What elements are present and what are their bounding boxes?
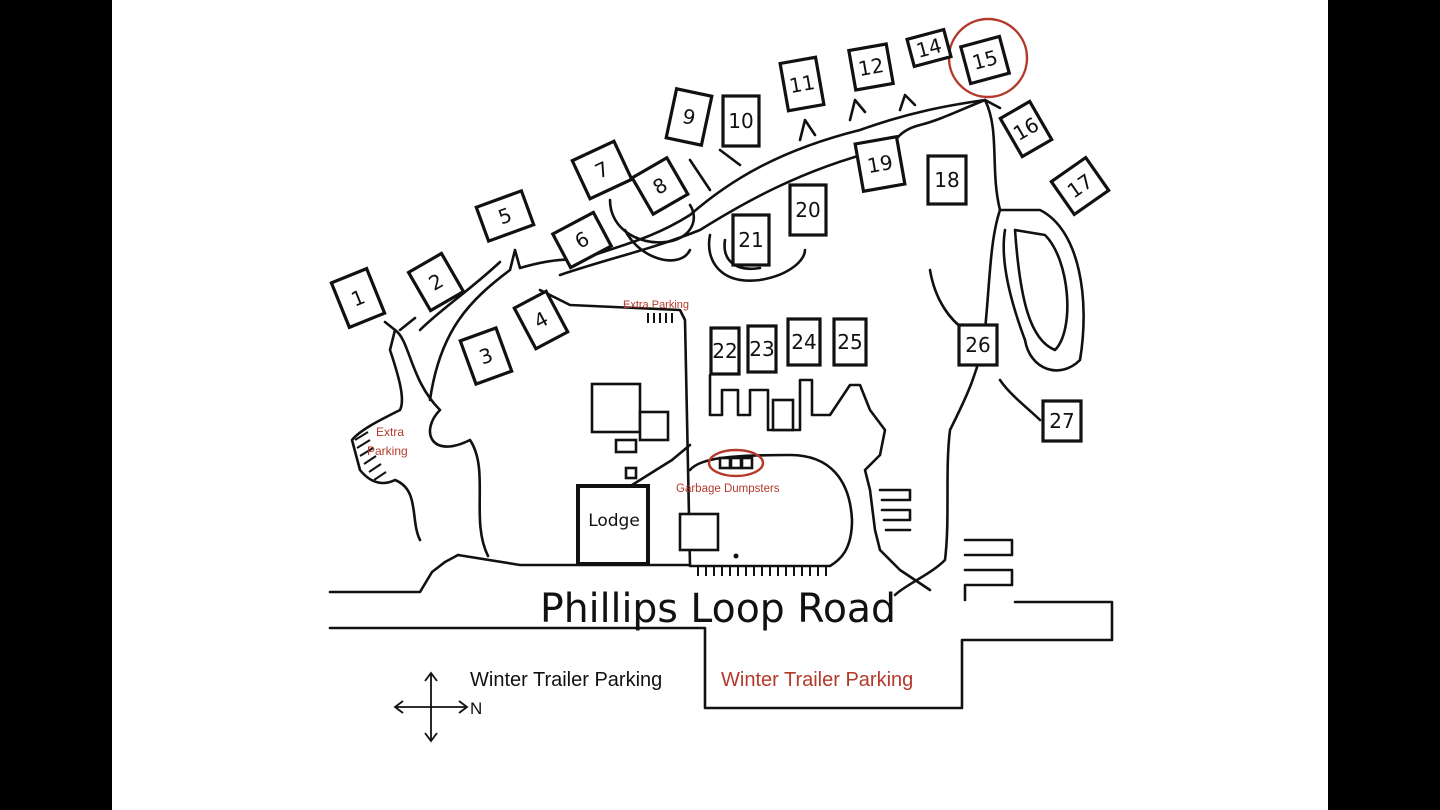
campsite-number: 20 (795, 198, 820, 222)
campsite-8: 8 (629, 155, 691, 217)
campsite-number: 9 (680, 104, 697, 130)
garage-building (678, 512, 720, 552)
campsite-box (778, 55, 826, 113)
campsite-23: 23 (746, 324, 778, 374)
campsite-9: 9 (664, 86, 714, 148)
lodge-label: Lodge (588, 511, 640, 531)
campsite-7: 7 (570, 139, 634, 201)
campsite-box (664, 86, 714, 148)
winter-parking-left-label: Winter Trailer Parking (470, 669, 662, 691)
campsite-box (709, 326, 741, 376)
campsite-box (512, 289, 570, 351)
cabin-building (590, 382, 642, 434)
campsite-18: 18 (926, 154, 968, 206)
campsite-17: 17 (1049, 155, 1111, 217)
shed-small (614, 438, 638, 454)
campsite-box (721, 94, 761, 148)
campsite-box (832, 317, 868, 367)
campsite-19: 19 (853, 134, 907, 194)
campsite-box (570, 139, 634, 201)
campsite-26: 26 (957, 323, 999, 367)
shed-tiny (624, 466, 638, 480)
campsite-box (786, 317, 822, 367)
campsite-25: 25 (832, 317, 868, 367)
campsite-number: 18 (934, 168, 959, 192)
campsite-box (957, 323, 999, 367)
road-network (328, 93, 1114, 710)
campsite-24: 24 (786, 317, 822, 367)
campsite-12: 12 (846, 42, 896, 92)
dumpster-1 (718, 456, 732, 470)
campsite-number: 10 (728, 109, 753, 133)
campsite-20: 20 (788, 183, 828, 237)
campsite-box (1049, 155, 1111, 217)
compass-arrows-icon (393, 671, 469, 743)
campsite-number: 27 (1049, 409, 1074, 433)
campsite-box (1041, 399, 1083, 443)
campsite-11: 11 (778, 55, 826, 113)
campsite-box (629, 155, 691, 217)
campsite-number: 19 (865, 150, 894, 178)
extra-parking-left-label-1: Extra (376, 425, 404, 439)
campsite-22: 22 (709, 326, 741, 376)
campsite-1: 1 (329, 266, 387, 330)
garbage-highlight (707, 448, 765, 478)
campsite-3: 3 (458, 325, 514, 387)
campsite-box (998, 99, 1054, 159)
campsite-number: 22 (712, 339, 737, 363)
campsite-number: 23 (749, 337, 774, 361)
campsite-27: 27 (1041, 399, 1083, 443)
campsite-box (926, 154, 968, 206)
road-name-label: Phillips Loop Road (540, 586, 896, 632)
campsite-box (853, 134, 907, 194)
campsite-number: 26 (965, 333, 990, 357)
campsite-2: 2 (406, 251, 466, 313)
winter-parking-right-label: Winter Trailer Parking (721, 669, 913, 691)
campsite-6: 6 (550, 210, 614, 270)
campsite-box (474, 188, 536, 244)
campsite-box (329, 266, 387, 330)
lodge-building (576, 484, 650, 566)
campsite-number: 25 (837, 330, 862, 354)
campsite-box (846, 42, 896, 92)
campsite-box (958, 34, 1012, 86)
campsite-box (746, 324, 778, 374)
campsite-21: 21 (731, 213, 771, 267)
restroom-building (771, 398, 795, 432)
compass-north-label: N (470, 699, 482, 718)
campsite-box (406, 251, 466, 313)
campsite-14: 14 (905, 27, 953, 69)
map-frame (112, 0, 1328, 810)
extra-parking-left-label-2: Parking (367, 444, 408, 458)
dumpster-2 (729, 456, 743, 470)
campsite-number: 21 (738, 228, 763, 252)
campsite-number: 12 (856, 53, 885, 81)
campsite-number: 24 (791, 330, 816, 354)
parking-ticks (354, 313, 827, 576)
buildings (576, 17, 1029, 566)
campsite-box (731, 213, 771, 267)
dumpster-3 (740, 456, 754, 470)
campsite-box (788, 183, 828, 237)
campsite-box (550, 210, 614, 270)
campsite-10: 10 (721, 94, 761, 148)
campsite-16: 16 (998, 99, 1054, 159)
campsite-15: 15 (958, 34, 1012, 86)
garbage-dumpsters-label: Garbage Dumpsters (676, 483, 780, 495)
campsite-box (458, 325, 514, 387)
cabin-annex (638, 410, 670, 442)
extra-parking-top-label: Extra Parking (623, 299, 689, 311)
campsite-4: 4 (512, 289, 570, 351)
campsite-number: 11 (787, 70, 816, 98)
campsite-box (905, 27, 953, 69)
campsite-5: 5 (474, 188, 536, 244)
